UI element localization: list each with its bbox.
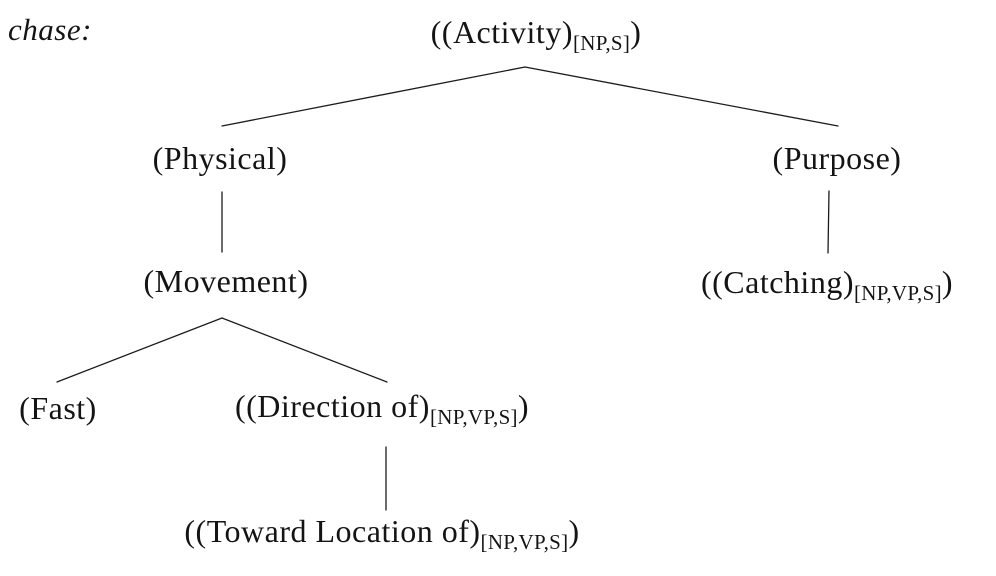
node-subscript: [NP,VP,S] bbox=[429, 405, 518, 429]
node-text: (Movement) bbox=[143, 263, 309, 299]
edge-movement-fast bbox=[56, 317, 223, 383]
node-subscript: [NP,S] bbox=[572, 31, 631, 55]
node-text: (Purpose) bbox=[772, 140, 902, 176]
tree-node-direction-of: ((Direction of)[NP,VP,S]) bbox=[234, 387, 530, 428]
node-subscript: [NP,VP,S] bbox=[853, 281, 942, 305]
node-text-close: ) bbox=[568, 513, 580, 549]
tree-node-purpose: (Purpose) bbox=[773, 139, 902, 177]
edge-activity-physical bbox=[221, 66, 526, 127]
node-text-close: ) bbox=[941, 264, 954, 300]
tree-node-physical: (Physical) bbox=[153, 139, 288, 177]
tree-node-fast: (Fast) bbox=[19, 389, 97, 427]
node-text: ((Direction of) bbox=[234, 388, 430, 424]
node-text-close: ) bbox=[630, 14, 642, 50]
node-text: (Fast) bbox=[19, 390, 97, 426]
tree-node-toward-location-of: ((Toward Location of)[NP,VP,S]) bbox=[184, 512, 580, 553]
node-text: ((Activity) bbox=[430, 14, 573, 50]
edge-movement-direction bbox=[221, 317, 388, 383]
node-text: ((Toward Location of) bbox=[184, 513, 481, 549]
headword-label: chase: bbox=[8, 12, 92, 47]
node-text-close: ) bbox=[517, 388, 530, 424]
node-text: (Physical) bbox=[152, 140, 288, 176]
edge-purpose-catching bbox=[827, 190, 830, 254]
tree-node-catching: ((Catching)[NP,VP,S]) bbox=[700, 263, 954, 304]
tree-node-activity: ((Activity)[NP,S]) bbox=[430, 13, 642, 54]
tree-node-movement: (Movement) bbox=[144, 262, 309, 300]
node-subscript: [NP,VP,S] bbox=[480, 530, 569, 554]
node-text: ((Catching) bbox=[700, 264, 854, 300]
edge-activity-purpose bbox=[524, 66, 839, 127]
